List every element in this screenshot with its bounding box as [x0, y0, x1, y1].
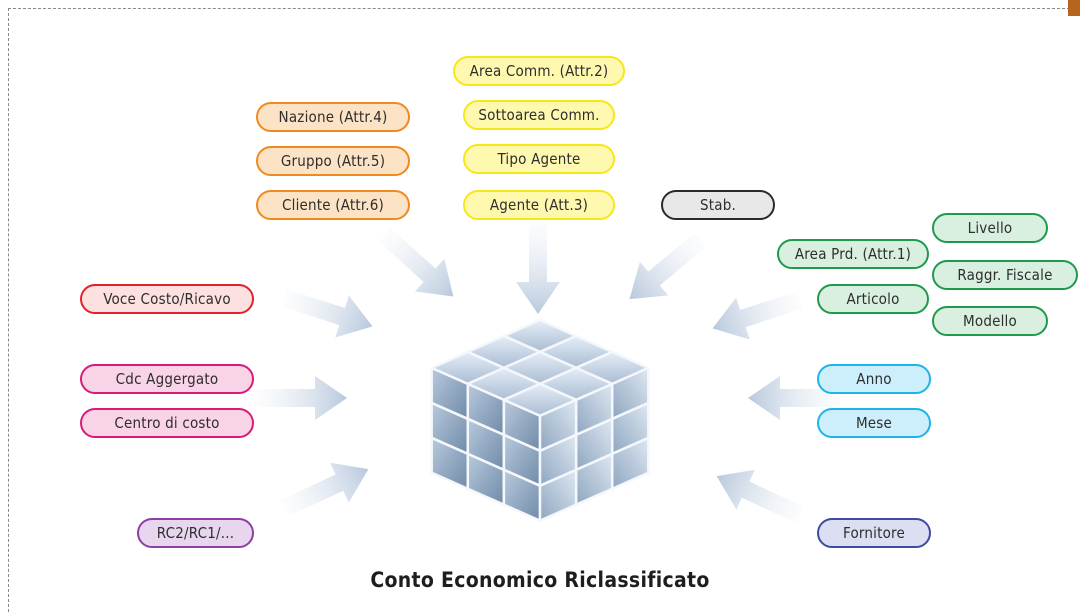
arrow-right-lower — [707, 456, 810, 535]
pill-voce-costo: Voce Costo/Ricavo — [80, 284, 254, 314]
pill-cdc-aggregato: Cdc Aggergato — [80, 364, 254, 394]
diagram-caption: Conto Economico Riclassificato — [370, 568, 710, 592]
arrow-top-left — [370, 218, 469, 313]
data-cube — [430, 318, 650, 522]
arrow-left-middle — [255, 376, 347, 420]
pill-tipo-agente: Tipo Agente — [463, 144, 615, 174]
arrow-right-upper — [705, 279, 807, 350]
pill-centro-costo: Centro di costo — [80, 408, 254, 438]
corner-marker — [1068, 0, 1080, 16]
pill-fornitore: Fornitore — [817, 518, 931, 548]
pill-agente: Agente (Att.3) — [463, 190, 615, 220]
pill-articolo: Articolo — [817, 284, 929, 314]
pill-stab: Stab. — [661, 190, 775, 220]
pill-mese: Mese — [817, 408, 931, 438]
pill-anno: Anno — [817, 364, 931, 394]
arrow-top-right — [615, 223, 715, 316]
pill-gruppo: Gruppo (Attr.5) — [256, 146, 410, 176]
pill-livello: Livello — [932, 213, 1048, 243]
pill-rc: RC2/RC1/... — [137, 518, 254, 548]
pill-cliente: Cliente (Attr.6) — [256, 190, 410, 220]
diagram-frame — [8, 8, 1080, 612]
arrow-top — [516, 222, 560, 314]
pill-area-prd: Area Prd. (Attr.1) — [777, 239, 929, 269]
pill-modello: Modello — [932, 306, 1048, 336]
pill-sottoarea-comm: Sottoarea Comm. — [463, 100, 615, 130]
arrow-left-lower — [275, 449, 378, 528]
pill-nazione: Nazione (Attr.4) — [256, 102, 410, 132]
pill-raggr-fiscale: Raggr. Fiscale — [932, 260, 1078, 290]
pill-area-comm: Area Comm. (Attr.2) — [453, 56, 625, 86]
arrow-left-upper — [278, 277, 380, 348]
